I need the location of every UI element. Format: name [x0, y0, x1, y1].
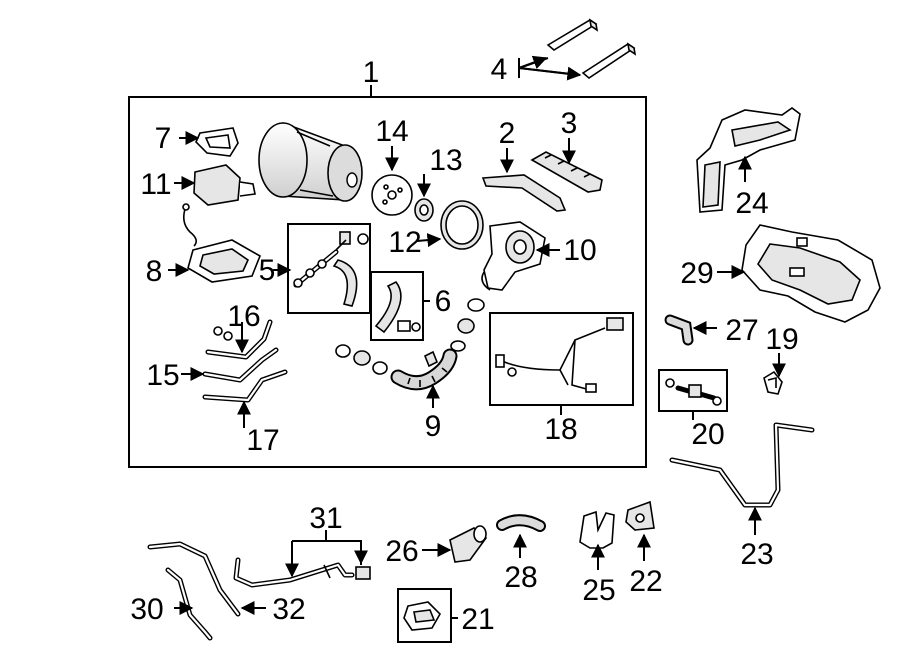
arrow-12 — [416, 233, 442, 248]
fittings-part-5 — [293, 231, 369, 307]
tube-part-17 — [202, 369, 288, 403]
arrow-4b — [518, 66, 582, 81]
tube-part-16 — [205, 319, 273, 360]
callout-27: 27 — [725, 314, 758, 347]
arrow-4a — [518, 55, 548, 69]
gasket-part-12 — [440, 200, 484, 250]
bracket-part-25 — [579, 510, 615, 549]
shield-part-29 — [741, 224, 881, 323]
callout-26: 26 — [385, 535, 418, 568]
callout-5: 5 — [259, 254, 276, 287]
callout-29: 29 — [680, 257, 713, 290]
callout-23: 23 — [740, 538, 773, 571]
callout-1: 1 — [363, 56, 380, 89]
disk-part-14 — [371, 174, 413, 216]
connector-part-20 — [665, 378, 722, 406]
plate-part-22 — [625, 500, 655, 531]
callout-30: 30 — [130, 593, 163, 626]
ring-part-13 — [414, 198, 434, 222]
callout-15: 15 — [146, 359, 179, 392]
subframe-21 — [397, 588, 452, 643]
pipe-part-31 — [233, 557, 371, 588]
module-part-11 — [182, 164, 256, 247]
hose-part-28 — [496, 514, 546, 532]
subframe-6 — [370, 271, 424, 341]
harness-part-18 — [495, 317, 624, 393]
callout-32: 32 — [272, 593, 305, 626]
callout-18: 18 — [544, 413, 577, 446]
hose-part-9 — [390, 348, 458, 391]
callout-20: 20 — [691, 418, 724, 451]
callout-12: 12 — [388, 226, 421, 259]
callout-4: 4 — [491, 53, 508, 86]
strip-part-3 — [530, 151, 603, 193]
elbow-part-27 — [664, 314, 694, 346]
bracket-part-24 — [696, 107, 801, 213]
bracket-part-21 — [403, 601, 441, 631]
tank-cylinder — [258, 122, 363, 202]
pipe-part-23 — [669, 422, 815, 508]
callout-11: 11 — [140, 168, 171, 201]
callout-6: 6 — [435, 285, 452, 318]
callout-25: 25 — [582, 574, 615, 607]
callout-7: 7 — [155, 122, 172, 155]
bracket-part-7 — [195, 127, 239, 157]
assembly-frame — [128, 96, 647, 468]
rail-part-4 — [546, 18, 637, 79]
strap-part-6 — [374, 280, 421, 334]
callout-8: 8 — [146, 255, 163, 288]
leader-4 — [518, 57, 579, 76]
pipe-part-30 — [147, 541, 241, 641]
callout-21: 21 — [461, 603, 494, 636]
callout-13: 13 — [429, 144, 462, 177]
callout-31: 31 — [309, 502, 342, 535]
callout-16: 16 — [227, 300, 260, 333]
nozzle-part-26 — [449, 525, 488, 563]
tube-part-15 — [202, 347, 279, 383]
callout-17: 17 — [246, 424, 279, 457]
pump-part-10 — [481, 221, 546, 291]
callout-14: 14 — [375, 115, 408, 148]
callout-22: 22 — [629, 565, 662, 598]
callout-3: 3 — [561, 107, 578, 140]
callout-24: 24 — [735, 187, 768, 220]
callout-19: 19 — [765, 323, 798, 356]
clamps-group — [335, 298, 485, 375]
bracket-part-7-inner — [204, 134, 231, 149]
callout-28: 28 — [504, 561, 537, 594]
plate-part-8 — [187, 239, 262, 283]
callout-2: 2 — [499, 117, 516, 150]
bar-part-2 — [481, 174, 567, 212]
callout-9: 9 — [425, 410, 442, 443]
callout-10: 10 — [563, 234, 596, 267]
